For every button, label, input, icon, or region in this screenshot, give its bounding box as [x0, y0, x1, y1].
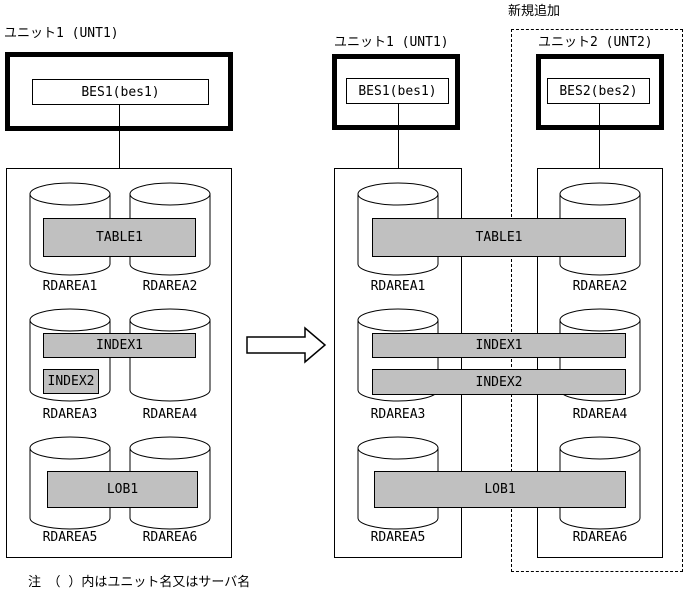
- after-lob1-bar: LOB1: [374, 471, 626, 508]
- new-unit-dashed-frame: [511, 29, 683, 572]
- after-rdarea4-label: RDAREA4: [572, 407, 628, 422]
- before-rdarea3-label: RDAREA3: [42, 407, 98, 422]
- after-index1-bar: INDEX1: [372, 333, 626, 358]
- new-addition-label: 新規追加: [508, 4, 561, 19]
- after-unit2-rdarea-container: [537, 168, 663, 558]
- before-index1-bar: INDEX1: [43, 333, 196, 358]
- after-bes2-server-box: BES2(bes2): [547, 78, 650, 104]
- after-rdarea6-label: RDAREA6: [572, 530, 628, 545]
- transition-arrow-icon: [246, 326, 327, 364]
- before-rdarea2-label: RDAREA2: [142, 279, 198, 294]
- before-bes1-server-box: BES1(bes1): [32, 79, 209, 105]
- after-rdarea5-label: RDAREA5: [370, 530, 426, 545]
- before-rdarea5-label: RDAREA5: [42, 530, 98, 545]
- before-lob1-bar: LOB1: [47, 471, 198, 508]
- after-table1-bar: TABLE1: [372, 218, 626, 257]
- after-unit2-frame: [536, 54, 664, 130]
- after-rdarea3-label: RDAREA3: [370, 407, 426, 422]
- before-table1-bar: TABLE1: [43, 218, 196, 257]
- after-bes1-server-box: BES1(bes1): [346, 78, 449, 104]
- before-rdarea1-label: RDAREA1: [42, 279, 98, 294]
- before-rdarea-container: [6, 168, 232, 558]
- after-index2-bar: INDEX2: [372, 369, 626, 395]
- after-unit1-rdarea-container: [334, 168, 462, 558]
- before-rdarea4-label: RDAREA4: [142, 407, 198, 422]
- before-unit1-label: ユニット1 (UNT1): [4, 26, 119, 41]
- after-rdarea1-label: RDAREA1: [370, 279, 426, 294]
- after-unit2-connector-line: [599, 104, 600, 168]
- after-unit1-label: ユニット1 (UNT1): [334, 35, 449, 50]
- after-unit1-frame: [332, 54, 460, 130]
- note-text: 注 （ ）内はユニット名又はサーバ名: [28, 575, 251, 590]
- after-unit2-label: ユニット2 (UNT2): [538, 35, 653, 50]
- after-unit1-connector-line: [398, 104, 399, 168]
- after-rdarea2-label: RDAREA2: [572, 279, 628, 294]
- before-server-connector-line: [119, 105, 120, 168]
- before-rdarea6-label: RDAREA6: [142, 530, 198, 545]
- before-index2-bar: INDEX2: [43, 369, 99, 394]
